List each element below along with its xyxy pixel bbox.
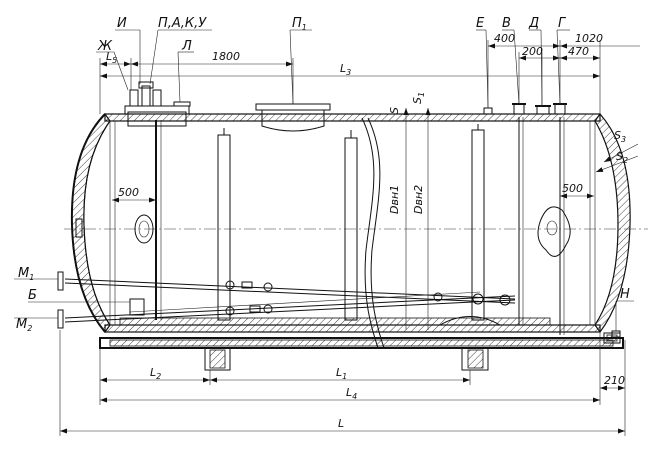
label-Dvn2: Dвн2 [412,185,425,214]
dim-L: L [338,417,344,430]
dim-500-left: 500 [118,186,139,199]
label-G: Г [558,16,567,31]
dim-210: 210 [604,374,625,387]
dim-470: 470 [568,45,589,58]
label-S2: S2 [616,150,628,165]
dim-200: 200 [522,45,543,58]
label-M2: М2 [16,317,32,333]
label-B: Б [28,288,37,303]
tank-shell [70,113,631,334]
nozzle-D [535,105,551,115]
tube-bundle [64,278,516,323]
nozzle-V [512,103,526,115]
dim-1800: 1800 [212,50,240,63]
nozzle-G [553,103,567,115]
dim-L1: L1 [336,366,347,381]
support-frame [99,332,624,371]
dim-L2: L2 [150,366,161,381]
curved-pipe [361,117,385,349]
label-I: И [117,16,127,31]
nozzle-hatch-I [124,81,191,127]
label-pakU: П,А,К,У [158,16,207,31]
dim-L3: L3 [340,62,351,77]
label-E: Е [476,16,485,31]
label-S3: S3 [614,129,626,144]
label-M1: М1 [18,266,34,282]
label-Dvn1: Dвн1 [388,185,401,214]
leader-lines [14,29,634,331]
label-Zh: Ж [97,39,113,54]
label-D: Д [528,16,539,31]
nozzle-E [483,107,493,115]
label-S: S [388,107,401,114]
dimension-lines [59,40,640,436]
dim-1020: 1020 [575,32,603,45]
nozzle-labels: И П,А,К,У П1 Е В Д Г Ж Л М1 Б М2 Н S S1 … [16,16,630,333]
dim-500-right: 500 [562,182,583,195]
side-nozzles [57,218,621,338]
label-V: В [502,16,511,31]
label-L-nozzle: Л [181,39,192,54]
label-P1: П1 [292,16,307,32]
bottom-plate [119,316,551,326]
label-N: Н [620,287,630,302]
dim-L4: L4 [346,386,357,401]
label-S1: S1 [411,92,426,104]
dim-400: 400 [494,32,515,45]
manways [134,206,571,257]
dim-L5: L5 [106,50,117,65]
dimension-labels: L5 1800 L3 400 200 1020 470 500 500 L2 L… [106,32,625,430]
